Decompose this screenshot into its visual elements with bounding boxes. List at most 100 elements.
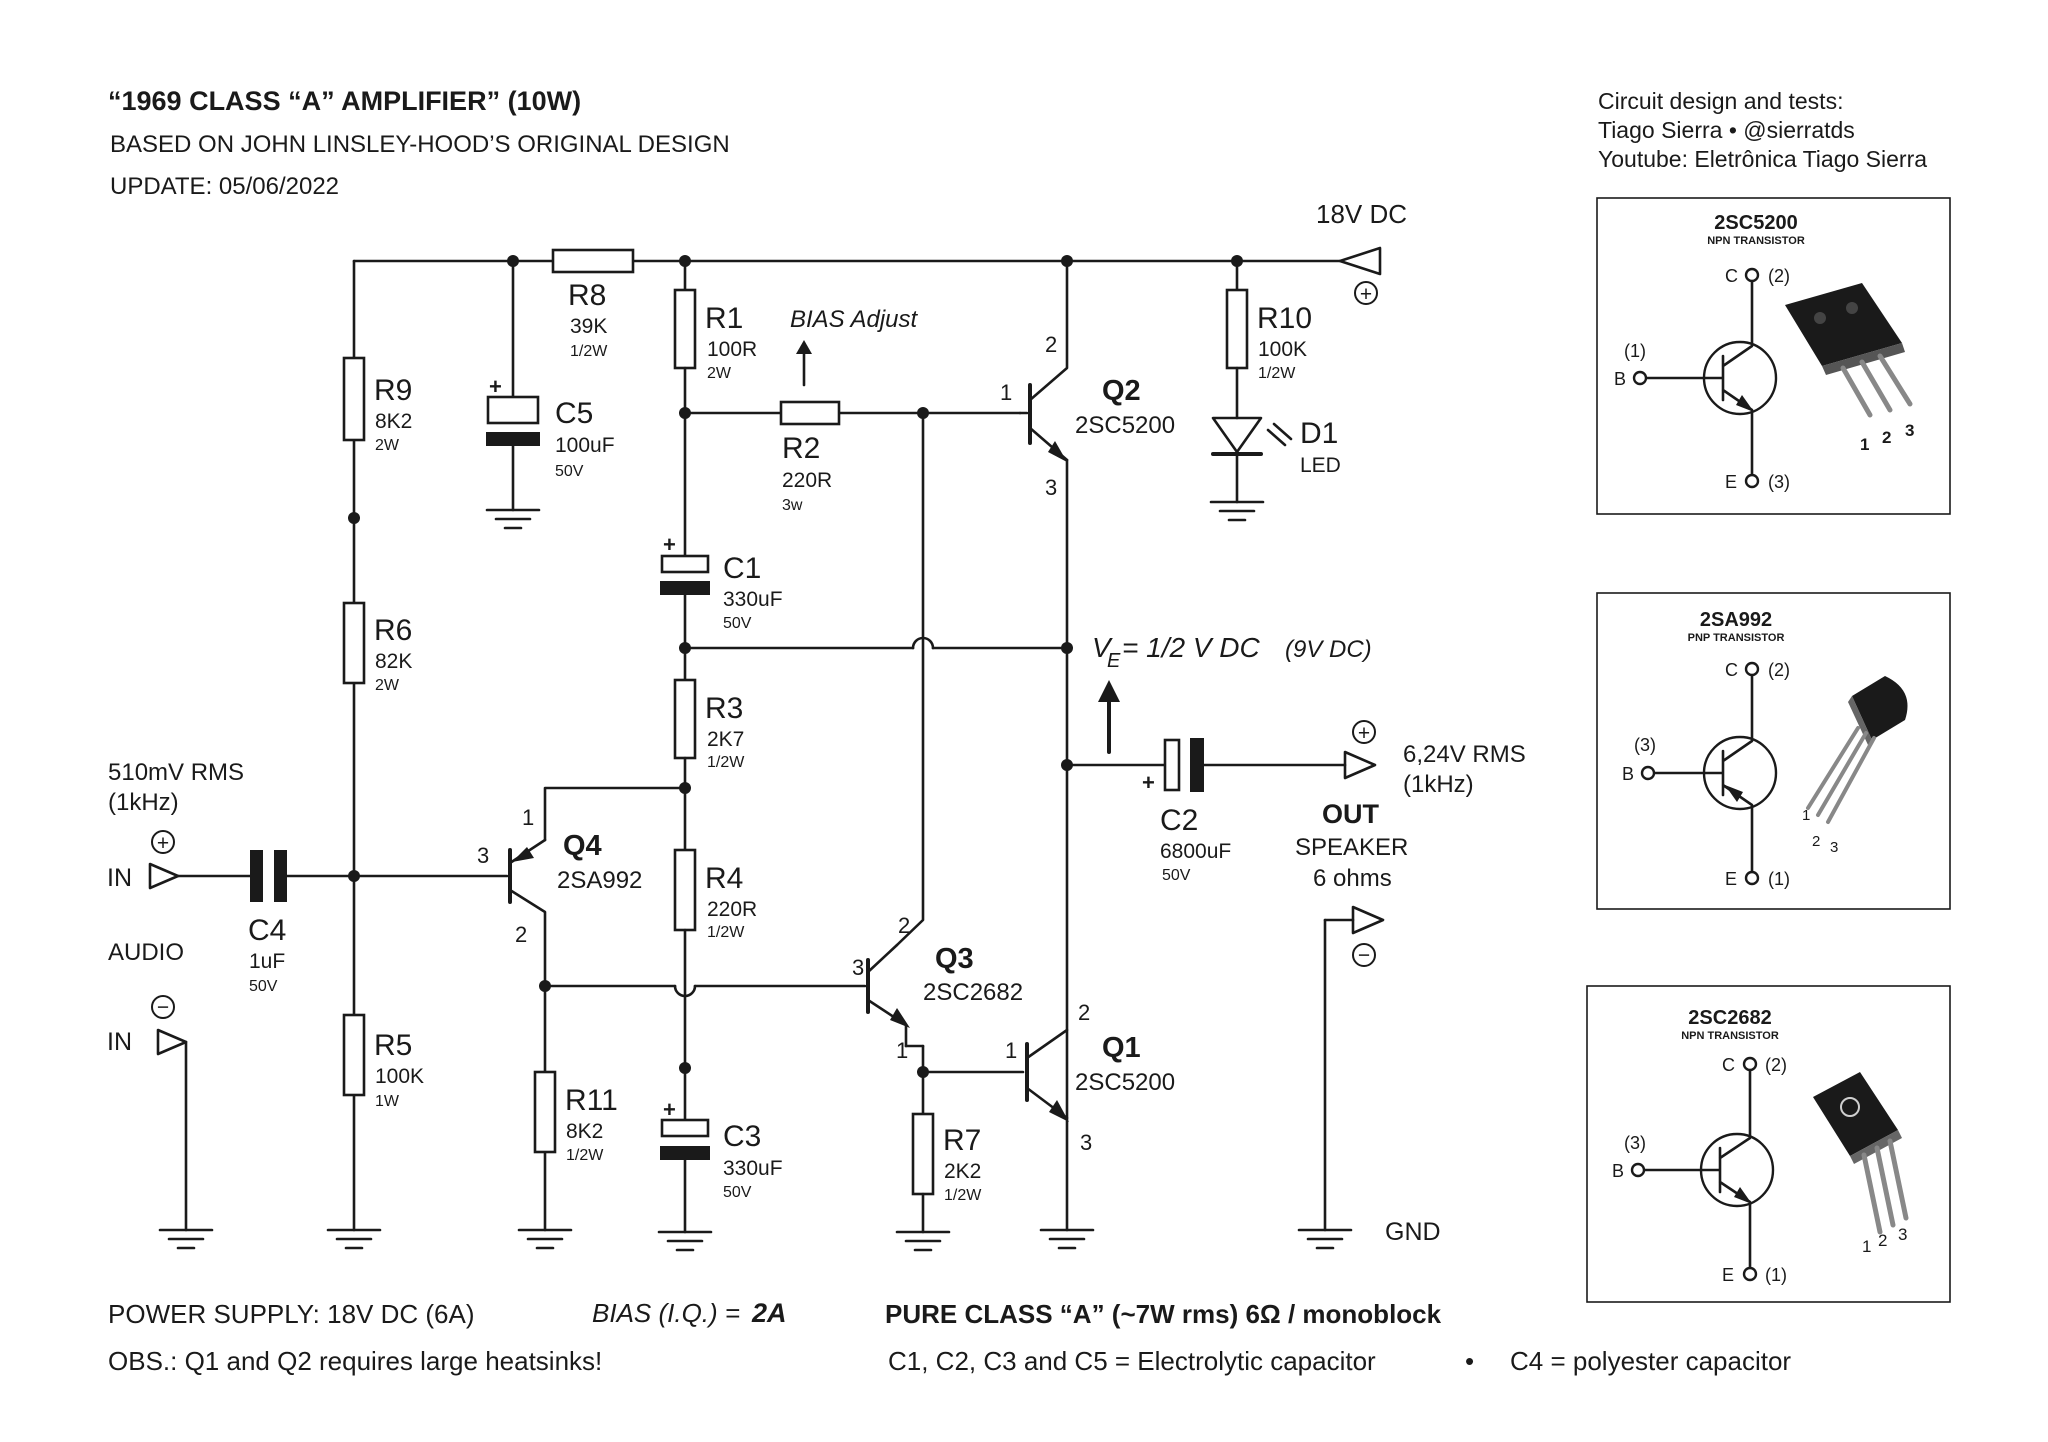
r8-name: R8: [568, 279, 606, 312]
pinout-c-label: C: [1725, 660, 1738, 680]
pinout-leg-2: 2: [1882, 428, 1891, 447]
r11-name: R11: [565, 1084, 618, 1117]
credits-line-3: Youtube: Eletrônica Tiago Sierra: [1598, 146, 1927, 172]
c2-name: C2: [1160, 804, 1198, 837]
update-date: UPDATE: 05/06/2022: [110, 173, 339, 200]
r11-value: 8K2: [566, 1120, 603, 1143]
r5-name: R5: [374, 1029, 412, 1062]
r1-power: 2W: [707, 365, 732, 382]
ground-symbol: [158, 1228, 214, 1250]
bias-adjust-arrow: BIAS Adjust: [790, 306, 919, 387]
pinout-part: 2SC5200: [1714, 212, 1797, 234]
pinout-e-pin: (1): [1765, 1265, 1787, 1285]
ground-symbol: [1039, 1228, 1095, 1250]
q2-pin-1: 1: [1000, 380, 1012, 405]
r1-name: R1: [705, 302, 743, 335]
in-freq: (1kHz): [108, 789, 179, 816]
c1-plus: +: [663, 532, 676, 557]
pinout-part: 2SA992: [1700, 609, 1772, 631]
input-terminal-minus: − IN: [107, 995, 188, 1232]
c3-value: 330uF: [723, 1157, 783, 1180]
resistor-r3: R3 2K7 1/2W: [673, 678, 745, 771]
resistor-r5: R5 100K 1W: [342, 1013, 424, 1110]
pinout-e-pin: (1): [1768, 869, 1790, 889]
pinout-b-pin: (1): [1624, 341, 1646, 361]
in-minus-sign: −: [157, 996, 169, 1019]
q2-pin-2: 2: [1045, 332, 1057, 357]
r7-power: 1/2W: [944, 1187, 982, 1204]
supply-plus-sign: +: [1360, 283, 1372, 306]
r4-power: 1/2W: [707, 924, 745, 941]
pinout-leg-1: 1: [1860, 435, 1869, 454]
out-speaker: SPEAKER: [1295, 834, 1408, 861]
output-terminal-minus: − GND: [1323, 905, 1441, 1246]
pinout-leg-1: 1: [1802, 807, 1810, 824]
pinout-e-pin: (3): [1768, 472, 1790, 492]
in-signal: 510mV RMS: [108, 759, 244, 786]
pinout-b-pin: (3): [1624, 1133, 1646, 1153]
out-plus-sign: +: [1358, 722, 1370, 745]
q4-name: Q4: [563, 830, 602, 862]
c5-name: C5: [555, 397, 593, 430]
output-terminal-plus: + 6,24V RMS (1kHz) OUT SPEAKER 6 ohms: [1295, 720, 1526, 892]
bias-adjust-label: BIAS Adjust: [790, 306, 919, 333]
out-label: OUT: [1322, 799, 1380, 829]
r6-name: R6: [374, 614, 412, 647]
pinout-b-label: B: [1612, 1161, 1624, 1181]
q1-pin-1: 1: [1005, 1038, 1017, 1063]
pinout-type: NPN TRANSISTOR: [1707, 235, 1805, 247]
q3-pin-3: 3: [852, 955, 864, 980]
out-ohms: 6 ohms: [1313, 865, 1392, 892]
q3-pin-1: 1: [896, 1038, 908, 1063]
r2-value: 220R: [782, 469, 832, 492]
q2-part: 2SC5200: [1075, 412, 1175, 439]
q1-part: 2SC5200: [1075, 1069, 1175, 1096]
resistor-r4: R4 220R 1/2W: [673, 848, 757, 941]
pinout-leg-3: 3: [1898, 1225, 1907, 1244]
q4-pin-1: 1: [522, 805, 534, 830]
ve-expr: = 1/2 V DC: [1122, 632, 1261, 663]
pinout-b-label: B: [1622, 764, 1634, 784]
q4-part: 2SA992: [557, 867, 642, 894]
pinout-c-label: C: [1725, 266, 1738, 286]
capacitor-c3: + C3 330uF 50V: [660, 1097, 783, 1201]
in-audio-label: AUDIO: [108, 939, 184, 966]
ve-v: V: [1092, 632, 1113, 663]
capacitor-c5: + C5 100uF 50V: [486, 374, 615, 480]
c5-value: 100uF: [555, 434, 615, 457]
ground-symbol: [657, 1230, 713, 1252]
page-title: “1969 CLASS “A” AMPLIFIER” (10W): [108, 86, 581, 116]
r10-power: 1/2W: [1258, 365, 1296, 382]
ground-symbol: [1297, 1228, 1353, 1250]
ground-symbol: [895, 1230, 951, 1252]
resistor-r7: R7 2K2 1/2W: [911, 1112, 982, 1204]
pinout-panel-2sa992: 2SA992 PNP TRANSISTOR C (2) (3) B E (1) …: [1596, 592, 1951, 910]
c3-plus: +: [663, 1097, 676, 1122]
c1-value: 330uF: [723, 588, 783, 611]
credits-line-1: Circuit design and tests:: [1598, 88, 1843, 114]
pinout-leg-3: 3: [1830, 839, 1838, 856]
pinout-leg-3: 3: [1905, 421, 1914, 440]
out-minus-sign: −: [1358, 944, 1370, 967]
c4-voltage: 50V: [249, 978, 278, 995]
d1-value: LED: [1300, 454, 1341, 477]
r5-value: 100K: [375, 1065, 424, 1088]
c5-plus: +: [489, 374, 502, 399]
r7-value: 2K2: [944, 1160, 981, 1183]
footer-bullet: •: [1465, 1346, 1474, 1376]
ground-symbol: [1209, 500, 1265, 522]
bias-value: 2A: [751, 1298, 787, 1328]
r6-power: 2W: [375, 677, 400, 694]
pinout-panel-2sc5200: 2SC5200 NPN TRANSISTOR C (2) (1) B E (3)…: [1596, 197, 1951, 515]
pinout-e-label: E: [1725, 869, 1737, 889]
r9-power: 2W: [375, 437, 400, 454]
power-supply-note: POWER SUPPLY: 18V DC (6A): [108, 1299, 475, 1329]
pinout-e-label: E: [1725, 472, 1737, 492]
r2-name: R2: [782, 432, 820, 465]
c2-value: 6800uF: [1160, 840, 1231, 863]
transistor-package-to126: [1813, 1072, 1909, 1235]
in-plus-label: IN: [107, 864, 132, 892]
pinout-c-pin: (2): [1765, 1055, 1787, 1075]
r6-value: 82K: [375, 650, 412, 673]
supply-label: 18V DC: [1316, 199, 1407, 229]
